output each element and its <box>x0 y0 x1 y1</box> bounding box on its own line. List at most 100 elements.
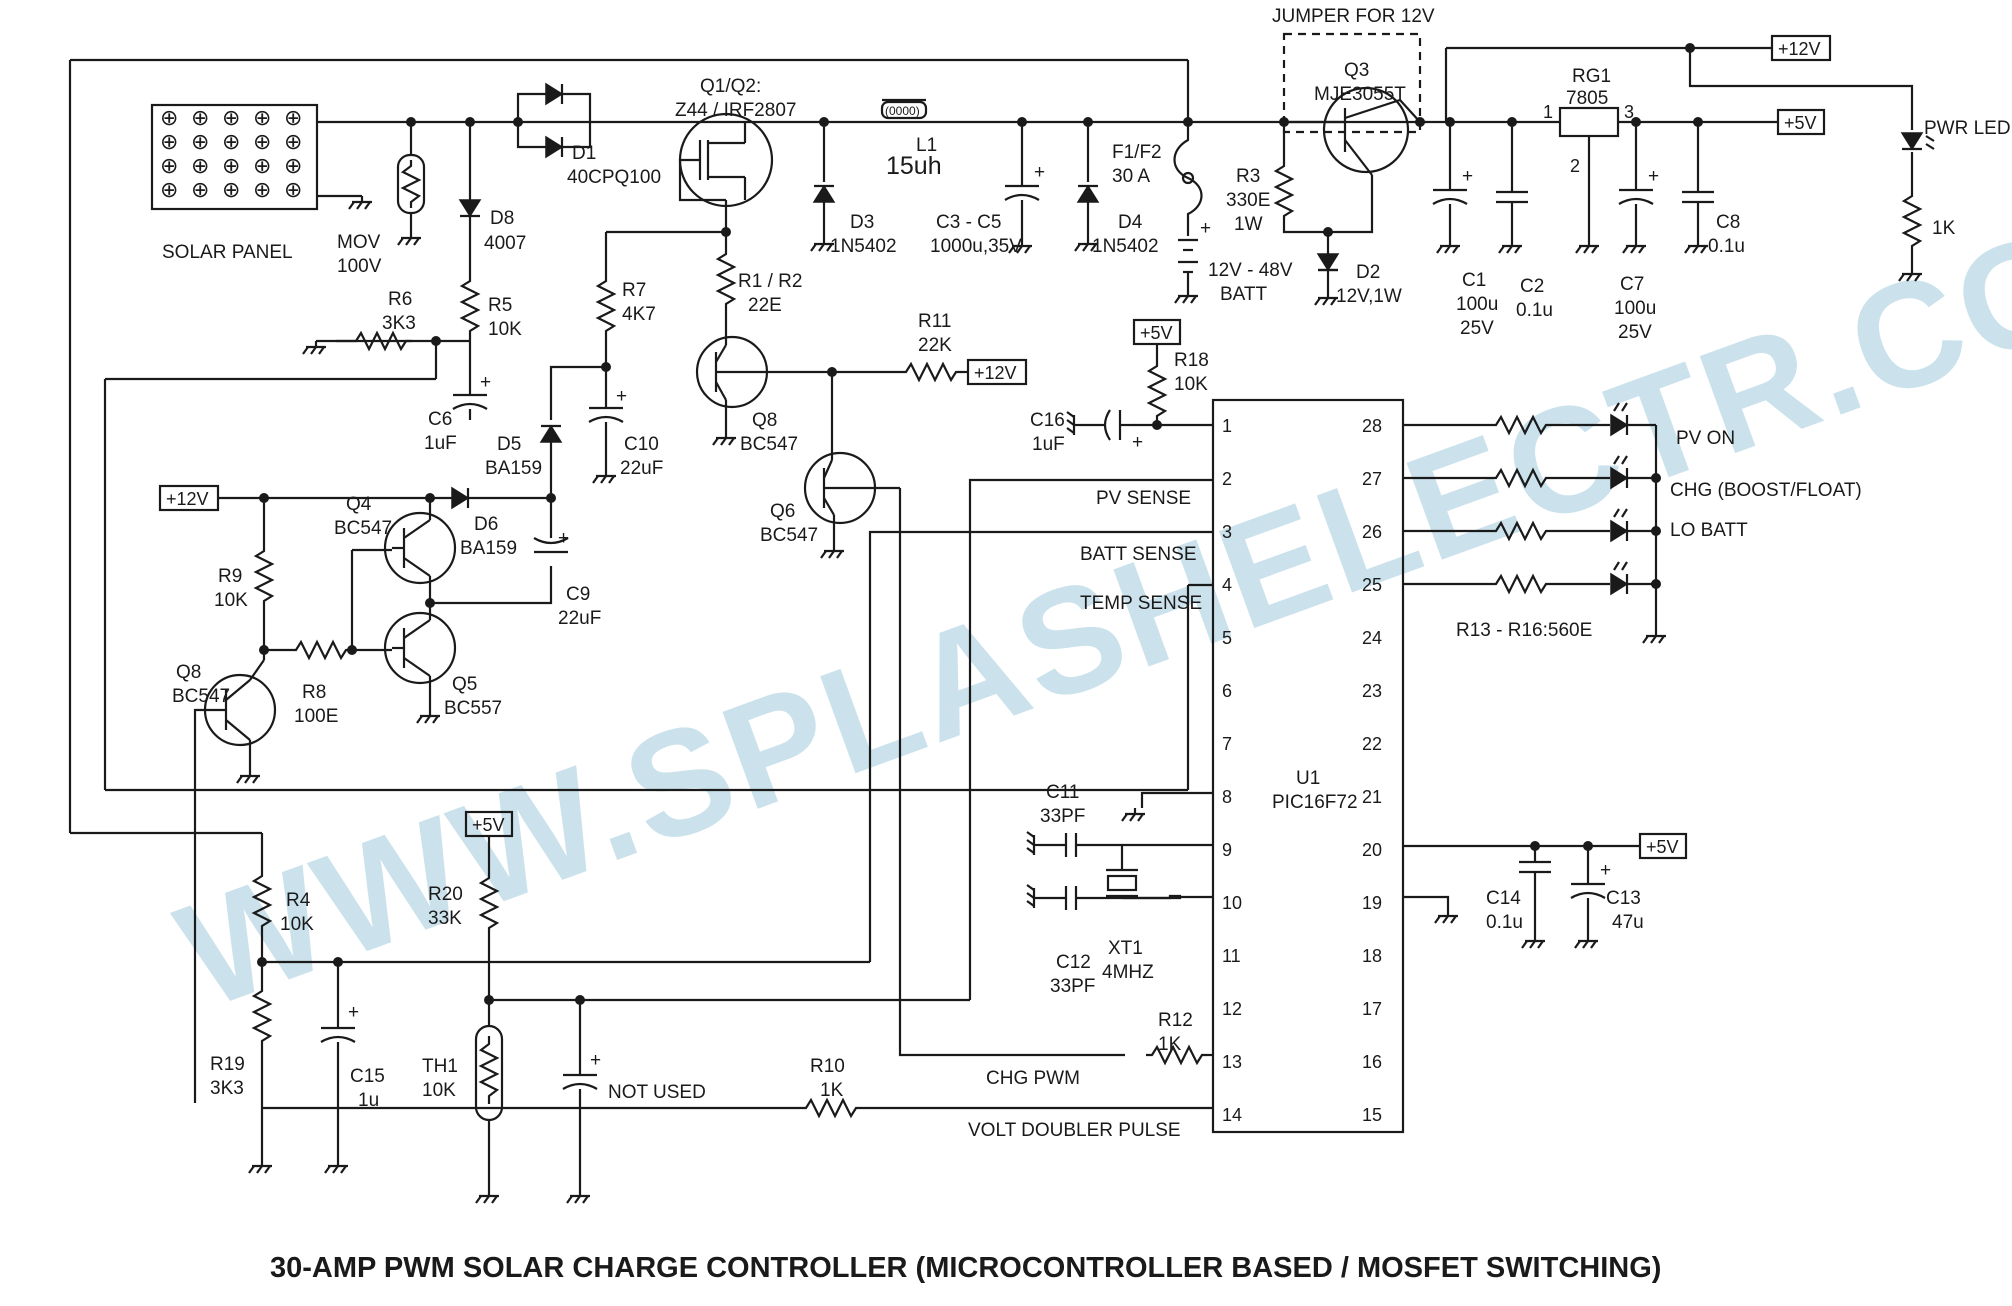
svg-text:+: + <box>348 1002 359 1023</box>
r20-name: R20 <box>428 884 463 905</box>
c2-name: C2 <box>1520 276 1544 297</box>
c9-name: C9 <box>566 584 590 605</box>
r7-name: R7 <box>622 280 646 301</box>
r5-name: R5 <box>488 295 512 316</box>
ic-pin-left: 7 <box>1222 734 1232 754</box>
solar-cell: ⊕ <box>191 153 209 178</box>
solar-cell: ⊕ <box>191 105 209 130</box>
pwr-led-r-value: 1K <box>1932 218 1956 239</box>
solar-cell: ⊕ <box>191 129 209 154</box>
d8-name: D8 <box>490 208 514 229</box>
d1-value: 40CPQ100 <box>567 167 661 188</box>
rg1-pin2: 2 <box>1570 156 1580 176</box>
r11-value: 22K <box>918 335 952 356</box>
solar-panel-label: SOLAR PANEL <box>162 242 293 263</box>
mov-value: 100V <box>337 256 382 277</box>
svg-text:+: + <box>1462 166 1473 187</box>
rail-12v-top: +12V <box>1778 39 1821 59</box>
l1-value: 15uh <box>886 152 942 180</box>
d2-name: D2 <box>1356 262 1380 283</box>
svg-text:+: + <box>616 386 627 407</box>
pic-supply: +5V + C14 0.1u C13 47u <box>1403 832 1688 950</box>
batt-name: BATT <box>1220 284 1268 305</box>
solar-cell: ⊕ <box>253 153 271 178</box>
solar-cell: ⊕ <box>160 177 178 202</box>
d2-value: 12V,1W <box>1336 286 1402 307</box>
mosfet-q1-q2: Q1/Q2: Z44 / IRF2807 <box>675 76 796 232</box>
r10-value: 1K <box>820 1080 844 1101</box>
solar-cell: ⊕ <box>284 129 302 154</box>
not-used-label: NOT USED <box>608 1082 706 1103</box>
solar-cell: ⊕ <box>160 105 178 130</box>
ic-pin-left: 12 <box>1222 999 1242 1019</box>
c6-value: 1uF <box>424 433 457 454</box>
th1-name: TH1 <box>422 1056 458 1077</box>
c16-value: 1uF <box>1032 434 1065 455</box>
mov: MOV 100V <box>337 122 426 277</box>
ic-pin-left: 11 <box>1222 946 1241 966</box>
regulator-7805: +12V PWR LED 1K + 1 2 3 RG1 7805 + +5V C… <box>1420 34 2011 343</box>
solar-cell: ⊕ <box>191 177 209 202</box>
q5-value: BC557 <box>444 698 502 719</box>
solar-cell: ⊕ <box>222 177 240 202</box>
f1-value: 30 A <box>1112 166 1150 187</box>
chg-pwm-label: CHG PWM <box>986 1068 1080 1089</box>
rail-12v-doubler: +12V <box>166 489 209 509</box>
c14-name: C14 <box>1486 888 1521 909</box>
solar-cell: ⊕ <box>160 153 178 178</box>
q8a-value: BC547 <box>740 434 798 455</box>
solar-cell: ⊕ <box>222 105 240 130</box>
f1-name: F1/F2 <box>1112 142 1162 163</box>
temp-sense: +5V + R20 33K TH1 10K NOT USED <box>422 810 970 1205</box>
r20-value: 33K <box>428 908 462 929</box>
svg-text:+: + <box>1600 860 1611 881</box>
ic-pin-right: 17 <box>1362 999 1382 1019</box>
ic-pin-left: 3 <box>1222 522 1232 542</box>
power-rail <box>68 58 1426 833</box>
r5-value: 10K <box>488 319 522 340</box>
ic-pin-right: 16 <box>1362 1052 1382 1072</box>
pv-on-label: PV ON <box>1676 428 1735 449</box>
ic-pin-left: 13 <box>1222 1052 1242 1072</box>
d5-name: D5 <box>497 434 521 455</box>
ic-pin-left: 10 <box>1222 893 1242 913</box>
r7-value: 4K7 <box>622 304 656 325</box>
ic-pin-right: 26 <box>1362 522 1382 542</box>
ic-pin-left: 5 <box>1222 628 1232 648</box>
c11-value: 33PF <box>1040 806 1085 827</box>
q1-name: Q1/Q2: <box>700 76 761 97</box>
ic-pin-left: 6 <box>1222 681 1232 701</box>
ic-pin-right: 21 <box>1362 787 1382 807</box>
signal-lines: PV SENSE BATT SENSE TEMP SENSE CHG PWM V… <box>262 478 1213 1141</box>
svg-text:+: + <box>1200 218 1211 239</box>
solar-cell: ⊕ <box>253 129 271 154</box>
u1-name: U1 <box>1296 768 1320 789</box>
r6-value: 3K3 <box>382 313 416 334</box>
r8-value: 100E <box>294 706 338 727</box>
pv-sense-label: PV SENSE <box>1096 488 1191 509</box>
r4-value: 10K <box>280 914 314 935</box>
d3-value: 1N5402 <box>830 236 897 257</box>
ic-pin-right: 22 <box>1362 734 1382 754</box>
xt1-value: 4MHZ <box>1102 962 1154 983</box>
mclr-network: +5V + R18 10K C16 1uF <box>1030 318 1213 455</box>
status-leds: PV ON CHG (BOOST/FLOAT) LO BATT R13 - R1… <box>1403 401 1862 645</box>
c1-name: C1 <box>1462 270 1486 291</box>
solar-cell: ⊕ <box>284 153 302 178</box>
c10-name: C10 <box>624 434 659 455</box>
c7-value: 100u <box>1614 298 1656 319</box>
q1-value: Z44 / IRF2807 <box>675 100 796 121</box>
ic-pin-right: 27 <box>1362 469 1382 489</box>
r3-value: 330E <box>1226 190 1270 211</box>
c16-name: C16 <box>1030 410 1065 431</box>
th1-value: 10K <box>422 1080 456 1101</box>
c2-value: 0.1u <box>1516 300 1553 321</box>
diode-d1: D1 40CPQ100 <box>516 82 661 188</box>
rg1-pin1: 1 <box>1543 102 1553 122</box>
svg-text:+: + <box>1648 166 1659 187</box>
u1-value: PIC16F72 <box>1272 792 1358 813</box>
c3-value: 1000u,35V <box>930 236 1022 257</box>
q8b-value: BC547 <box>172 686 230 707</box>
d4-name: D4 <box>1118 212 1143 233</box>
